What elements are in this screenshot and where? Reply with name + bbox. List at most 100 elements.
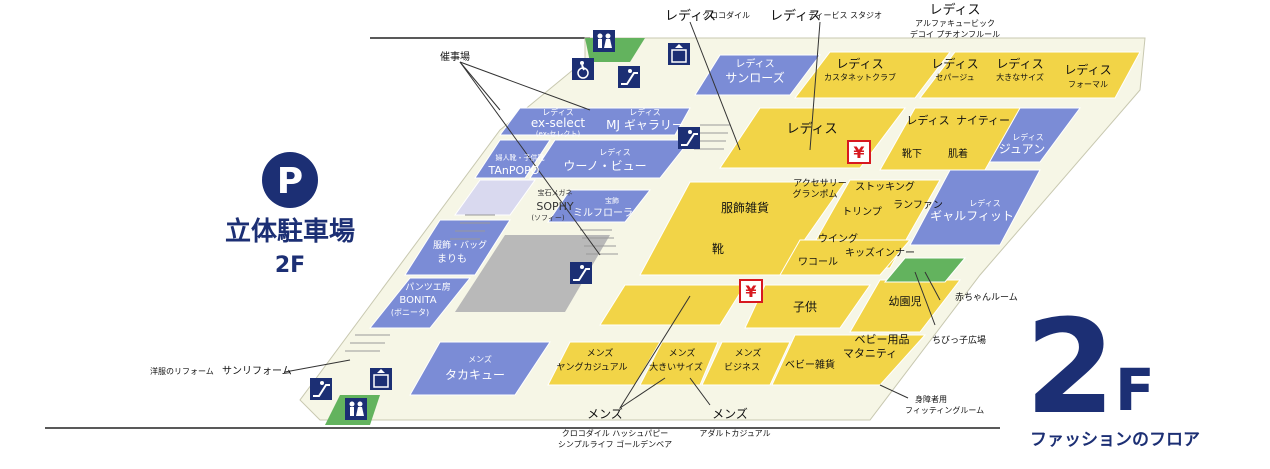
elevator-icon[interactable] <box>668 43 690 65</box>
parking-title: 立体駐車場 <box>225 216 355 247</box>
label-formal-cat: レディス <box>1064 62 1111 77</box>
escalator-icon[interactable] <box>310 378 332 400</box>
label-fashion-goods: 服飾雑貨 <box>721 200 769 215</box>
label-mens-brands-2: シンプルライフ ゴールデンベア <box>558 439 672 449</box>
label-fitting-1: 身障者用 <box>915 394 947 404</box>
parking-floor: 2F <box>275 253 305 278</box>
store-sunrose[interactable] <box>694 54 821 96</box>
atm-icon[interactable]: ¥ <box>739 279 763 303</box>
escalator-icon[interactable] <box>570 262 592 284</box>
escalator-icon[interactable] <box>678 127 700 149</box>
label-mj-cat: レディス <box>629 107 660 117</box>
label-kids: 子供 <box>793 300 817 314</box>
store-marimo[interactable] <box>404 219 511 276</box>
parking-icon-letter: P <box>277 161 303 202</box>
label-accessory-name: アクセサリー <box>793 178 847 189</box>
store-mens-young[interactable] <box>547 341 661 386</box>
label-mens-big-name: 大きいサイズ <box>649 361 703 373</box>
label-event: 催事場 <box>440 50 470 63</box>
callout-lines <box>284 21 941 409</box>
label-exselect-name: ex-select <box>531 116 586 130</box>
label-juan-name: ジュアン <box>999 142 1045 156</box>
floor-subtitle: ファッションのフロア <box>1030 430 1200 450</box>
label-mirflora-name: ミルフローラ <box>573 207 633 219</box>
label-bigsize-cat: レディス <box>996 56 1043 71</box>
label-mens-adult-name: アダルトカジュアル <box>699 428 770 438</box>
store-mens-business[interactable] <box>701 341 791 386</box>
label-mens-young-cat: メンズ <box>587 347 614 359</box>
svg-text:¥: ¥ <box>853 143 864 162</box>
label-juan-cat: レディス <box>1012 132 1043 142</box>
label-sophy-sub: (ソフィー) <box>531 214 565 222</box>
atm-icon[interactable]: ¥ <box>847 140 871 164</box>
label-socks: 靴下 <box>902 147 922 160</box>
restroom-icon[interactable] <box>345 398 367 420</box>
label-mirflora-cat: 宝飾 <box>605 196 619 205</box>
store-takakyu[interactable] <box>409 341 551 396</box>
label-takakyu-name: タカキュー <box>445 368 505 382</box>
label-separage-cat: レディス <box>931 56 978 71</box>
label-ranfan: ランファン <box>893 199 943 211</box>
elevator-icon[interactable] <box>370 368 392 390</box>
label-wacoal: ワコール <box>798 257 838 268</box>
store-mens-big[interactable] <box>639 341 719 386</box>
label-ladies-crocodile-cat: レディス <box>665 8 716 24</box>
label-tanpopo-name: TAnPOPO <box>488 164 540 177</box>
escalator-stripes <box>345 124 730 352</box>
event-space <box>455 235 610 312</box>
label-mens-brands-1: クロコダイル ハッシュパピー <box>562 428 669 438</box>
label-nighty-name: ナイティー <box>956 114 1010 127</box>
baby-room[interactable] <box>883 257 967 283</box>
label-youji: 幼園児 <box>889 295 922 308</box>
label-mens-brands-cat: メンズ <box>587 406 623 421</box>
label-mens-big-cat: メンズ <box>669 347 696 359</box>
label-kids-inner: キッズインナー <box>845 246 915 259</box>
label-castanet-cat: レディス <box>836 56 883 71</box>
label-marimo-cat: 服飾・バッグ <box>433 239 487 251</box>
label-sunreform-label: 洋服のリフォーム <box>150 366 214 376</box>
label-mens-business-name: ビジネス <box>724 362 760 373</box>
label-tanpopo-cat: 婦人靴・子供靴 <box>496 153 545 162</box>
label-triumph: トリンプ <box>842 206 882 218</box>
label-ladies-crocodile-name: クロコダイル <box>702 10 750 20</box>
label-wing: ウイング <box>818 232 858 245</box>
store-bonita[interactable] <box>368 277 472 329</box>
label-exselect-cat: レディス <box>542 107 573 117</box>
label-exselect-sub: (ex-セレクト) <box>536 130 581 138</box>
wheelchair-icon[interactable] <box>572 58 594 80</box>
store-kids[interactable] <box>744 284 871 329</box>
label-bigsize-name: 大きなサイズ <box>996 72 1044 82</box>
label-mens-adult-cat: メンズ <box>712 406 748 421</box>
label-ladies-alpha-2: デコイ プチオンフルール <box>910 29 1000 39</box>
store-mirflora[interactable] <box>547 189 652 223</box>
label-ladies-alpha-cat: レディス <box>929 2 980 18</box>
label-fitting-2: フィッティングルーム <box>905 405 984 415</box>
store-wonobu[interactable] <box>529 139 692 179</box>
store-nighty[interactable] <box>879 107 1021 171</box>
store-tanpopo[interactable] <box>474 139 551 179</box>
label-sophy-cat: 宝石メガネ <box>538 188 573 197</box>
store-castanet[interactable] <box>793 51 952 99</box>
label-castanet-name: カスタネットクラブ <box>824 72 896 82</box>
label-shoes: 靴 <box>712 242 724 256</box>
label-bonita-cat: パンツエ房 <box>405 281 450 293</box>
parking-icon <box>262 152 318 208</box>
label-separage-name: セパージュ <box>935 73 974 82</box>
label-maternity-sub: マタニティ <box>843 347 897 360</box>
label-bonita-name: BONITA <box>399 295 436 306</box>
store-ladies-top-right[interactable] <box>918 51 1141 99</box>
label-galfit-name: ギャルフィット <box>930 209 1014 223</box>
store-sophy[interactable] <box>454 179 536 216</box>
floor-letter: F <box>1115 356 1155 424</box>
label-sunreform-name: サンリフォーム <box>222 365 292 377</box>
store-lower-mid[interactable] <box>599 284 746 326</box>
store-galfit[interactable] <box>909 169 1041 246</box>
label-formal-name: フォーマル <box>1068 80 1108 89</box>
store-wacoal[interactable] <box>779 239 912 276</box>
label-sophy-name: SOPHY <box>536 200 574 213</box>
escalator-icon[interactable] <box>618 66 640 88</box>
restroom-icon[interactable] <box>593 30 615 52</box>
label-chibikko: ちびっ子広場 <box>932 334 986 346</box>
